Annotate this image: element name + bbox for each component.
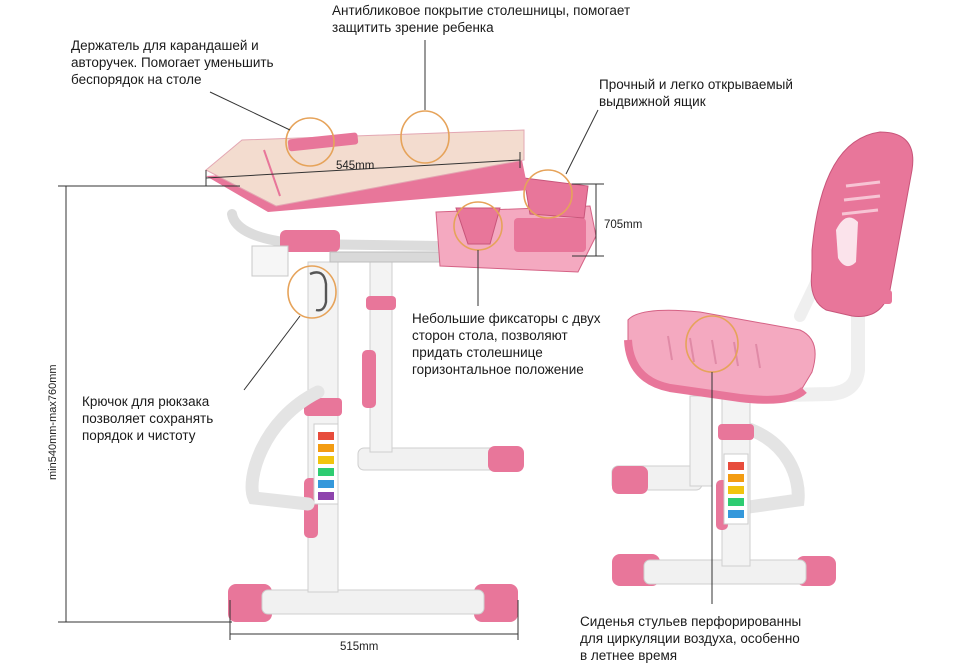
desk-front-leg-collar [304,398,342,416]
desk-crossbar [280,230,340,252]
chair-curved-frame [733,419,805,515]
chair-leg-collar [718,424,754,440]
annotation-hook: Крючок для рюкзака позволяет сохранять п… [82,394,214,443]
dimension-lines [58,152,604,640]
dim-top-width-line [205,159,521,179]
desk-pencil-holder [287,132,359,152]
dim-base-width-label: 515mm [340,641,379,653]
desk-top [205,129,525,207]
leader-drawer [565,109,599,175]
annotation-seat: Сиденья стульев перфорированны для цирку… [580,614,802,663]
annotation-drawer: Прочный и легко открываемый выдвижной ящ… [599,77,793,109]
callouts [209,40,739,604]
callout-ring-drawer [523,169,573,219]
desk-illustration [205,129,597,622]
annotation-antiglare: Антибликовое покрытие столешницы, помога… [332,3,631,35]
chair-backrest-slot [836,217,858,267]
desk-latch [455,207,501,245]
chair-backrest-vents [841,180,881,216]
chair-backrest [810,131,914,317]
desk-base-bar [261,589,485,615]
desk-rear-leg-collar [366,296,396,310]
leader-pencil-holder [209,91,291,131]
desk-rear-clamp [362,350,376,408]
annotation-pencil-holder: Держатель для карандашей и авторучек. По… [71,38,274,87]
desk-top-divider [263,149,281,197]
dim-top-width-label: 545mm [336,160,375,172]
desk-bag-hook [309,271,328,312]
desk-curved-frame [245,385,325,511]
desk-base-right-cap [474,584,518,622]
chair-rear-leg [689,395,713,487]
callout-ring-antiglare [400,110,450,164]
chair-seat-edge [624,339,807,404]
desk-drawer-tray [514,218,586,252]
desk-rail-bracket [251,245,289,277]
annotation-latches: Небольшие фиксаторы с двух сторон стола,… [412,311,601,377]
chair-back-support [733,273,865,403]
chair-illustration [611,131,914,586]
dim-height-label: min540mm-max760mm [47,364,59,480]
chair-rear-foot-cap [612,466,648,494]
callout-ring-hook [287,265,337,319]
leader-hook [243,315,301,391]
desk-rear-foot-cap [488,446,524,472]
desk-base-left-cap [228,584,272,622]
callout-ring-pencil-holder [285,117,335,167]
chair-back-clip [878,290,892,304]
dim-depth-label: 705mm [604,219,643,231]
